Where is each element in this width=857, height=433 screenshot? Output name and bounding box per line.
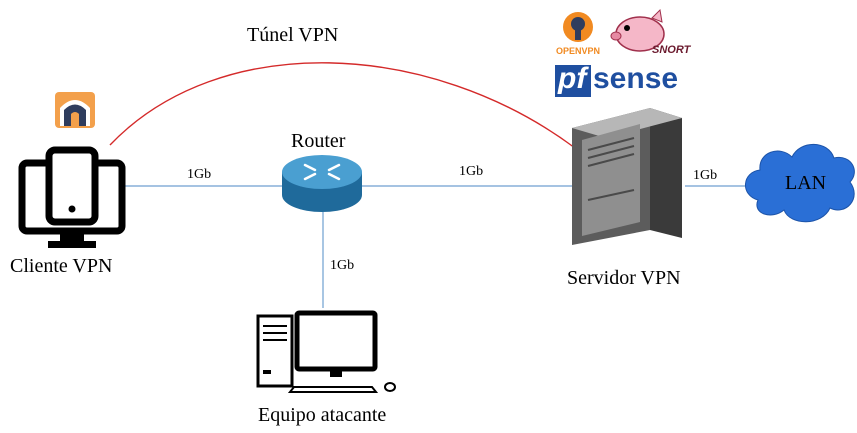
link-label-router-server: 1Gb: [459, 164, 484, 179]
vpn-tunnel-line: [109, 62, 576, 149]
snort-logo-text: SNORT: [652, 44, 691, 56]
openvpn-logo-text: OPENVPN: [556, 46, 601, 56]
link-label-client-router: 1Gb: [187, 167, 212, 182]
router-icon: [282, 155, 362, 212]
openvpn-logo-icon: [563, 12, 593, 42]
link-label-router-attacker: 1Gb: [330, 258, 355, 273]
link-label-server-lan: 1Gb: [693, 168, 718, 183]
lan-cloud-icon: [745, 143, 855, 223]
attacker-label: Equipo atacante: [258, 404, 387, 426]
pfsense-logo-sense: sense: [593, 62, 679, 95]
snort-logo-icon: [610, 8, 665, 52]
attacker-pc-icon: [256, 310, 396, 393]
pfsense-pf-badge: [555, 65, 591, 97]
openvpn-client-icon: [55, 92, 95, 128]
server-icon: [572, 108, 682, 245]
pfsense-logo-pf: pf: [558, 62, 587, 95]
client-device-icon: [18, 146, 126, 248]
server-label: Servidor VPN: [567, 267, 681, 289]
lan-label: LAN: [785, 172, 827, 194]
tunnel-label: Túnel VPN: [247, 24, 339, 46]
router-label: Router: [291, 130, 346, 152]
client-label: Cliente VPN: [10, 255, 113, 277]
